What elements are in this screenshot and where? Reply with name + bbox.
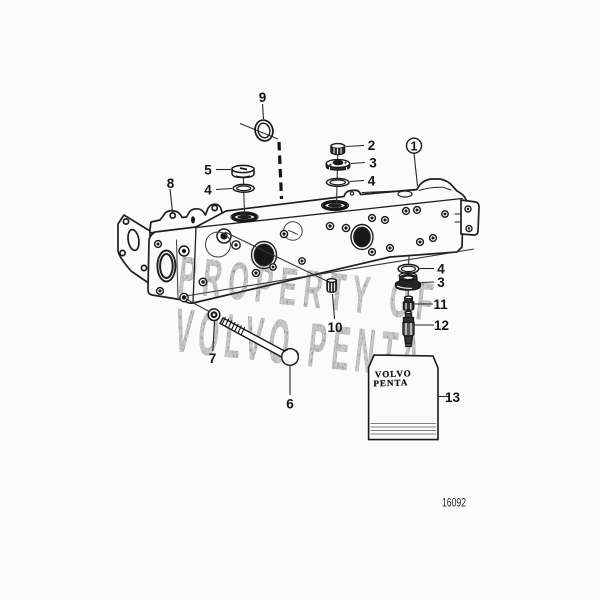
svg-text:4: 4 [368,174,376,189]
svg-text:6: 6 [286,397,294,412]
svg-text:1: 1 [411,139,418,153]
svg-text:16092: 16092 [442,498,466,510]
svg-text:4: 4 [437,262,445,277]
svg-text:4: 4 [204,183,212,198]
svg-text:12: 12 [434,318,449,333]
svg-text:8: 8 [167,176,175,191]
svg-text:5: 5 [204,163,212,178]
svg-text:9: 9 [259,90,267,105]
svg-text:3: 3 [437,275,445,290]
svg-text:13: 13 [445,390,461,405]
svg-text:2: 2 [368,138,376,153]
svg-text:VOLVO: VOLVO [375,368,412,379]
svg-text:11: 11 [433,297,448,312]
svg-text:10: 10 [327,320,342,335]
svg-text:7: 7 [209,351,217,366]
svg-text:3: 3 [369,156,377,171]
svg-text:PENTA: PENTA [373,377,408,388]
